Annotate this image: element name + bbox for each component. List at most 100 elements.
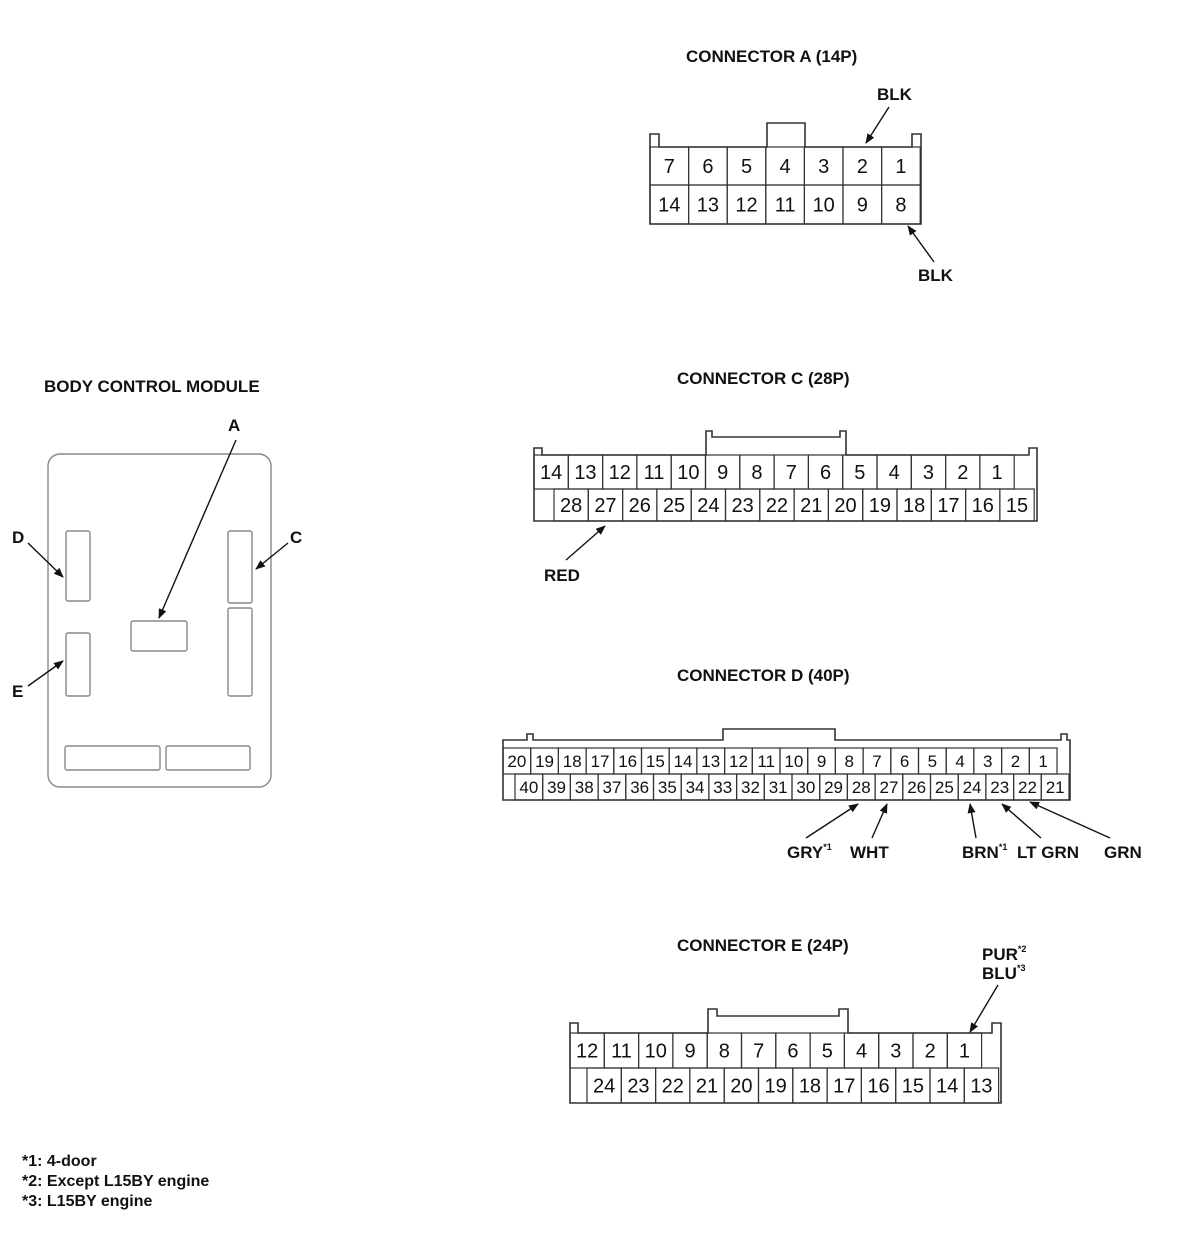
connector-e-pin-15: 15: [902, 1076, 924, 1098]
connector-a-title: CONNECTOR A (14P): [686, 47, 857, 66]
bcm-arrow-c: [255, 542, 289, 570]
bcm-slot-c: [227, 530, 253, 604]
connector-a-wire-pin2: BLK: [877, 85, 913, 104]
bcm-arrow-e: [27, 660, 64, 687]
connector-d-pin-20: 20: [507, 752, 526, 771]
connector-c-pin-16: 16: [972, 495, 994, 517]
connector-d-pin-22: 22: [1018, 778, 1037, 797]
connector-c-pin-10: 10: [677, 462, 699, 484]
connector-d-pin-33: 33: [713, 778, 732, 797]
connector-d-pin-1: 1: [1038, 752, 1047, 771]
connector-c-pin-6: 6: [820, 462, 831, 484]
connector-d-pin-36: 36: [630, 778, 649, 797]
connector-d-pin-37: 37: [602, 778, 621, 797]
connector-d-pin-38: 38: [575, 778, 594, 797]
connector-d-pin-26: 26: [907, 778, 926, 797]
connector-e-pin-2: 2: [925, 1041, 936, 1063]
bcm-callout-c: C: [290, 528, 302, 547]
connector-c-pin-5: 5: [854, 462, 865, 484]
connector-d-pin-12: 12: [729, 752, 748, 771]
connector-e-arrow-pin1: [969, 984, 999, 1033]
connector-a-pin-12: 12: [735, 195, 757, 217]
connector-d-pin-21: 21: [1046, 778, 1065, 797]
connector-e-pin-20: 20: [730, 1076, 752, 1098]
connector-a-pin-10: 10: [813, 195, 835, 217]
connector-c-pin-24: 24: [697, 495, 719, 517]
connector-e-pin-7: 7: [753, 1041, 764, 1063]
connector-a-arrow-pin2: [865, 106, 890, 144]
footnote-2: *2: Except L15BY engine: [22, 1173, 209, 1190]
connector-c-pin-26: 26: [629, 495, 651, 517]
connector-e-wire-pin1-a: PUR*2: [982, 944, 1026, 964]
connector-e-pin-22: 22: [662, 1076, 684, 1098]
bcm-arrow-a: [158, 439, 237, 619]
connector-d-pin-16: 16: [618, 752, 637, 771]
connector-a-housing: [649, 122, 922, 225]
connector-c-pin-22: 22: [766, 495, 788, 517]
connector-e-pin-16: 16: [867, 1076, 889, 1098]
connector-d-pin-7: 7: [872, 752, 881, 771]
bcm-section: BODY CONTROL MODULE A C D E: [12, 377, 302, 788]
connector-a-pin-3: 3: [818, 156, 829, 178]
connector-d-pin-32: 32: [741, 778, 760, 797]
connector-c-pin-1: 1: [991, 462, 1002, 484]
connector-e-pin-17: 17: [833, 1076, 855, 1098]
connector-d-pin-30: 30: [796, 778, 815, 797]
connector-e-pin-6: 6: [787, 1041, 798, 1063]
connector-e-pin-18: 18: [799, 1076, 821, 1098]
connector-c-pin-28: 28: [560, 495, 582, 517]
connector-d-pin-27: 27: [879, 778, 898, 797]
connector-d-pin-17: 17: [590, 752, 609, 771]
connector-e-pin-1: 1: [959, 1041, 970, 1063]
connector-d-arrow-pin24: [967, 803, 977, 839]
connector-d-pin-39: 39: [547, 778, 566, 797]
connector-c-wire-pin27: RED: [544, 566, 580, 585]
connector-d-pin-4: 4: [955, 752, 964, 771]
footnotes: *1: 4-door *2: Except L15BY engine *3: L…: [22, 1153, 209, 1210]
connector-e-pin-12: 12: [576, 1041, 598, 1063]
connector-d-arrow-pin22: [1029, 801, 1111, 839]
connector-d-pin-25: 25: [935, 778, 954, 797]
connector-e-pin-23: 23: [627, 1076, 649, 1098]
connector-d-housing: [502, 728, 1071, 801]
connector-a-arrow-pin8: [907, 225, 935, 263]
connector-e-wire-pin1-b: BLU*3: [982, 963, 1025, 983]
connector-e-pin-14: 14: [936, 1076, 958, 1098]
connector-e-pin-13: 13: [970, 1076, 992, 1098]
connector-d-pin-14: 14: [674, 752, 693, 771]
connector-a-pin-5: 5: [741, 156, 752, 178]
connector-a-pin-11: 11: [775, 195, 796, 217]
connector-d-pin-8: 8: [845, 752, 854, 771]
connector-e-pin-4: 4: [856, 1041, 867, 1063]
connector-e-pin-cell: [963, 1067, 1000, 1104]
connector-e-pin-11: 11: [611, 1041, 632, 1063]
connector-c-pin-9: 9: [717, 462, 728, 484]
bcm-slot-e: [65, 632, 91, 697]
connector-d-title: CONNECTOR D (40P): [677, 666, 850, 685]
bcm-slot-right-lower: [227, 607, 253, 697]
connector-d-pin-34: 34: [686, 778, 705, 797]
connector-d-pin-19: 19: [535, 752, 554, 771]
connector-d-pin-28: 28: [852, 778, 871, 797]
bcm-title: BODY CONTROL MODULE: [44, 377, 260, 396]
connector-e-pin-21: 21: [696, 1076, 718, 1098]
connector-d-pin-35: 35: [658, 778, 677, 797]
connector-d-wire-pin22: GRN: [1104, 843, 1142, 862]
connector-d-pin-11: 11: [757, 752, 775, 771]
connector-c-pin-18: 18: [903, 495, 925, 517]
connector-c-pin-12: 12: [609, 462, 631, 484]
connector-c-pin-4: 4: [889, 462, 900, 484]
footnote-3: *3: L15BY engine: [22, 1193, 153, 1210]
connector-a-pin-6: 6: [702, 156, 713, 178]
connector-e-pin-3: 3: [890, 1041, 901, 1063]
connector-c-pin-17: 17: [937, 495, 959, 517]
connector-e-pin-5: 5: [822, 1041, 833, 1063]
connector-e-pin-19: 19: [765, 1076, 787, 1098]
connector-a-pin-13: 13: [697, 195, 719, 217]
connector-d-wire-pin24: BRN*1: [962, 842, 1007, 862]
